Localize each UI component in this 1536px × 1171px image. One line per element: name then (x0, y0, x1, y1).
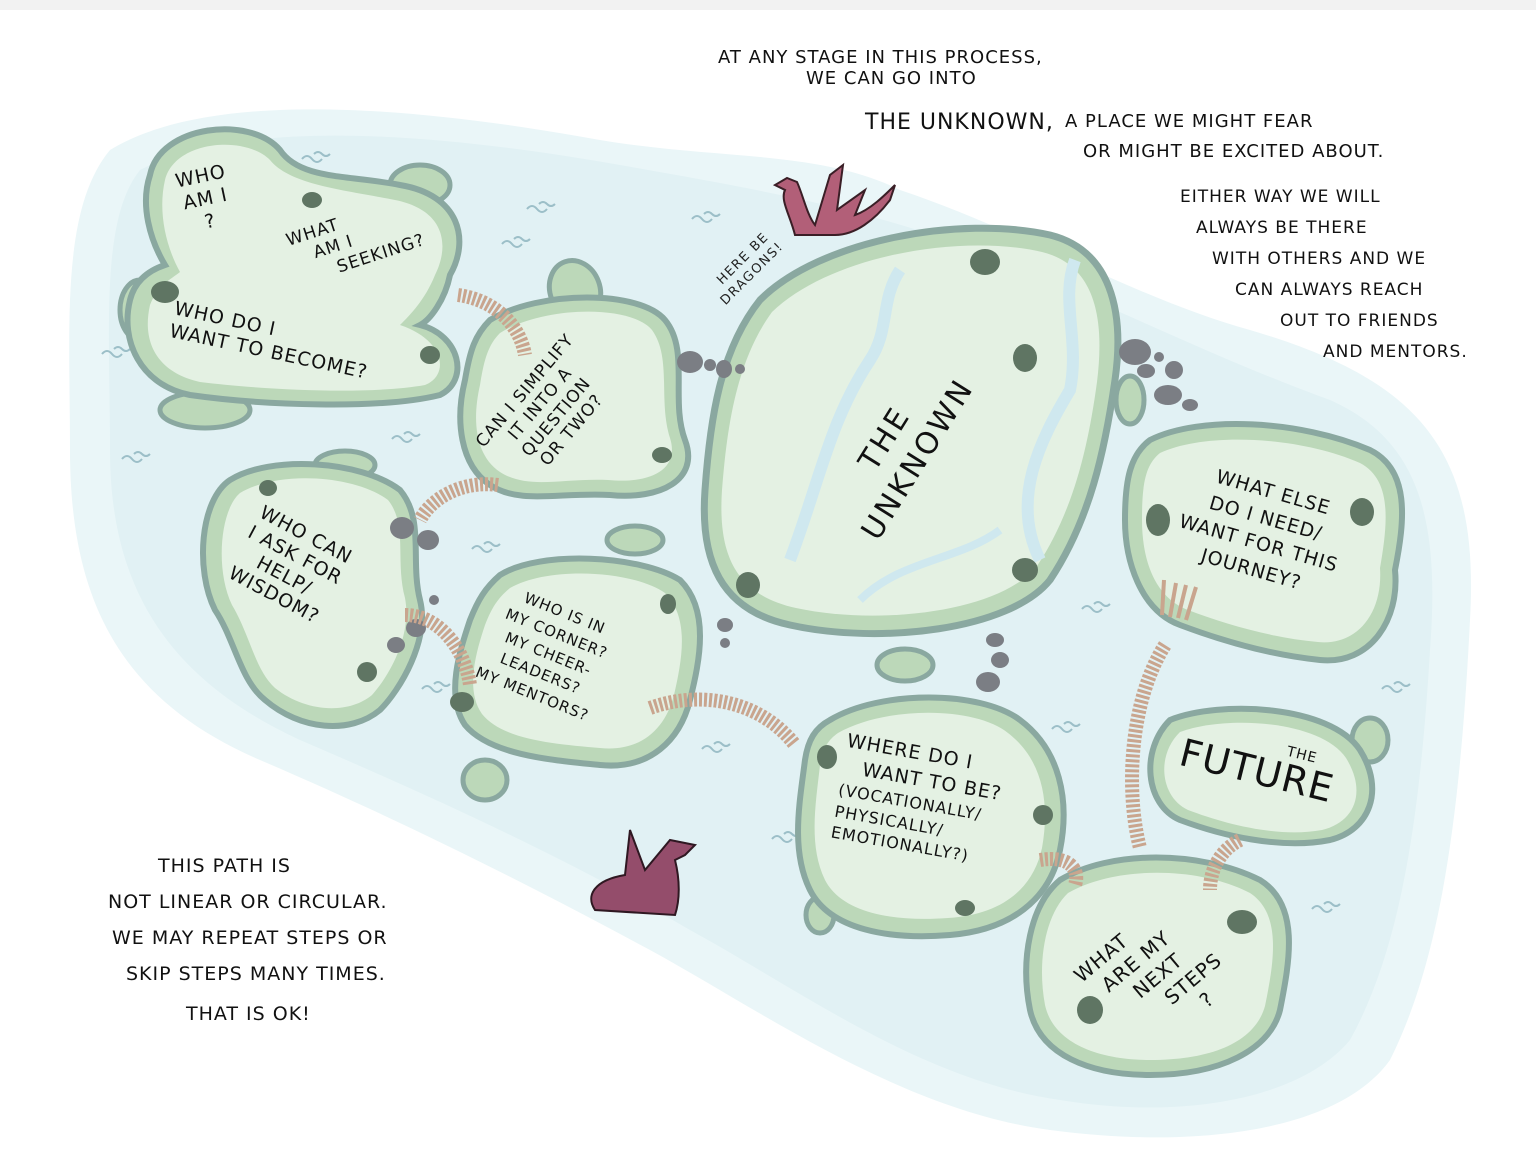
top-note-line: THE UNKNOWN, (865, 110, 1054, 135)
right-note-line: OUT TO FRIENDS (1280, 311, 1439, 331)
right-note-line: AND MENTORS. (1323, 342, 1468, 362)
bottom-note: THIS PATH IS NOT LINEAR OR CIRCULAR. WE … (108, 848, 388, 1032)
right-note-line: EITHER WAY WE WILL (1180, 187, 1381, 207)
bottom-note-line: SKIP STEPS MANY TIMES. (126, 963, 386, 985)
bottom-note-line: NOT LINEAR OR CIRCULAR. (108, 891, 388, 913)
islet (1113, 373, 1147, 427)
bottom-note-line: THAT IS OK! (186, 1003, 311, 1025)
right-note-line: CAN ALWAYS REACH (1235, 280, 1424, 300)
islet (604, 523, 666, 557)
bottom-note-line: THIS PATH IS (158, 855, 291, 877)
wooden-stakes (1160, 579, 1198, 621)
top-note-line: WE CAN GO INTO (806, 67, 977, 89)
top-note-excited: OR MIGHT BE EXCITED ABOUT. (1083, 141, 1385, 163)
dragon-icon (590, 829, 698, 917)
right-note-line: ALWAYS BE THERE (1196, 218, 1368, 238)
stepping-stones (387, 339, 1198, 692)
top-edge (0, 0, 1536, 10)
islet (874, 646, 936, 684)
bridges (404, 288, 1244, 891)
dragon-icon (772, 162, 896, 236)
top-note-line: A PLACE WE MIGHT FEAR (1065, 111, 1314, 132)
top-note-fear: A PLACE WE MIGHT FEAR (1065, 111, 1314, 133)
islet (460, 757, 510, 803)
top-note-unknown: THE UNKNOWN, (865, 110, 1054, 135)
bottom-note-line: WE MAY REPEAT STEPS OR (112, 927, 388, 949)
top-note: AT ANY STAGE IN THIS PROCESS, WE CAN GO … (718, 47, 1043, 89)
moss-rocks (151, 192, 1374, 1024)
top-note-line: OR MIGHT BE EXCITED ABOUT. (1083, 141, 1385, 162)
right-note-line: WITH OTHERS AND WE (1212, 249, 1427, 269)
top-note-line: AT ANY STAGE IN THIS PROCESS, (718, 47, 1043, 68)
right-note: EITHER WAY WE WILL ALWAYS BE THERE WITH … (1180, 182, 1468, 368)
